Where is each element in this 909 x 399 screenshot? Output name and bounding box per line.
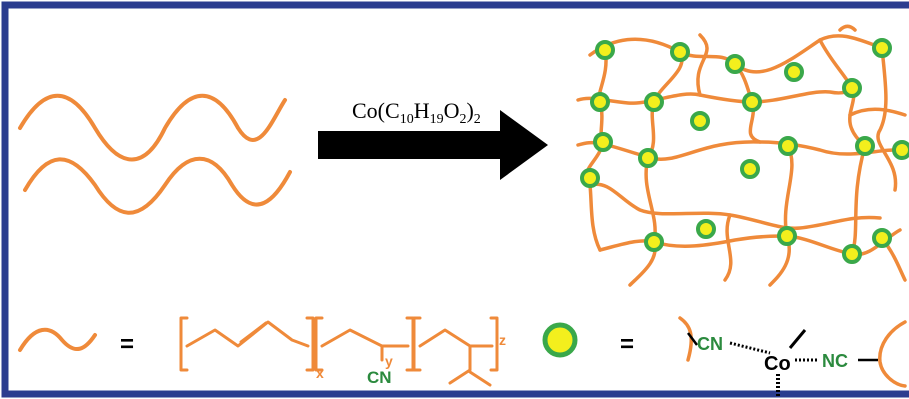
crosslink-node bbox=[778, 136, 798, 156]
crosslink-node bbox=[593, 132, 613, 152]
crosslink-node bbox=[872, 38, 892, 58]
crosslink-node bbox=[742, 92, 762, 112]
linear-chain-2 bbox=[23, 156, 292, 215]
vinyl-bonds bbox=[418, 328, 494, 348]
nitrile-label: CN bbox=[367, 368, 392, 387]
methyl-bond-top bbox=[788, 329, 807, 349]
bracket-y bbox=[405, 316, 415, 372]
network-chain bbox=[723, 213, 733, 282]
acrylonitrile-bonds bbox=[320, 328, 410, 348]
linear-chains bbox=[18, 93, 292, 215]
crosslink-node bbox=[777, 226, 797, 246]
crosslink-node bbox=[855, 136, 875, 156]
legend-chain-icon bbox=[18, 327, 97, 352]
legend-crosslink-icon bbox=[542, 322, 578, 358]
subscript-x: x bbox=[316, 365, 324, 381]
network-chain bbox=[585, 48, 608, 180]
network-chain bbox=[838, 24, 857, 32]
ligand-right-label: NC bbox=[822, 351, 848, 371]
crosslink-node bbox=[644, 232, 664, 252]
trans-double-bond bbox=[239, 321, 268, 344]
crosslink-node bbox=[670, 42, 690, 62]
crosslink-node bbox=[644, 92, 664, 112]
crosslink-node bbox=[892, 140, 909, 160]
crosslink-node bbox=[638, 148, 658, 168]
left-bracket bbox=[179, 316, 189, 372]
network-chain bbox=[850, 144, 867, 256]
bracket-z bbox=[489, 316, 499, 372]
ligand-left-label: CN bbox=[697, 334, 723, 354]
reaction-arrow bbox=[318, 110, 548, 180]
network-chain bbox=[876, 46, 898, 192]
crosslink-node bbox=[740, 159, 760, 179]
polymer-structure bbox=[179, 316, 499, 387]
crosslink-node bbox=[784, 62, 804, 82]
vinyl-double-bond bbox=[468, 370, 492, 387]
left-cn-bond bbox=[687, 332, 698, 346]
bracket-z-open bbox=[412, 316, 422, 372]
crosslink-node bbox=[842, 78, 862, 98]
network-chain bbox=[848, 107, 907, 117]
network-chain bbox=[644, 50, 684, 244]
network-chain bbox=[768, 144, 794, 287]
subscript-y: y bbox=[385, 353, 393, 369]
reagent-formula: Co(C10H19O2)2 bbox=[352, 98, 481, 127]
bracket-y-open bbox=[314, 316, 324, 372]
crosslink-node bbox=[696, 219, 716, 239]
crosslink-node bbox=[580, 168, 600, 188]
cobalt-complex: CN Co NC bbox=[678, 316, 907, 396]
network-chain bbox=[588, 183, 602, 252]
network-chain bbox=[576, 86, 854, 105]
crosslink-node bbox=[872, 228, 892, 248]
crosslink-nodes bbox=[580, 38, 909, 264]
crosslink-node bbox=[725, 54, 745, 74]
crosslink-node bbox=[690, 111, 710, 131]
network-chain bbox=[696, 33, 709, 97]
left-chain-fragment bbox=[678, 316, 693, 362]
legend-chain-equals: = bbox=[120, 331, 134, 358]
crosslink-node bbox=[842, 244, 862, 264]
metal-label: Co bbox=[764, 353, 791, 375]
crosslink-node bbox=[595, 40, 615, 60]
hashed-bond-left bbox=[729, 341, 771, 355]
right-chain-fragment bbox=[878, 320, 907, 388]
network-chain bbox=[588, 182, 882, 230]
network-chain bbox=[576, 140, 904, 161]
butadiene-bonds bbox=[185, 320, 310, 348]
linear-chain-1 bbox=[18, 93, 287, 162]
subscript-z: z bbox=[499, 332, 506, 348]
crosslink-node bbox=[590, 92, 610, 112]
bracket-x bbox=[305, 316, 315, 372]
vinyl-side-chain bbox=[448, 344, 472, 385]
legend-crosslink-equals: = bbox=[620, 331, 634, 358]
